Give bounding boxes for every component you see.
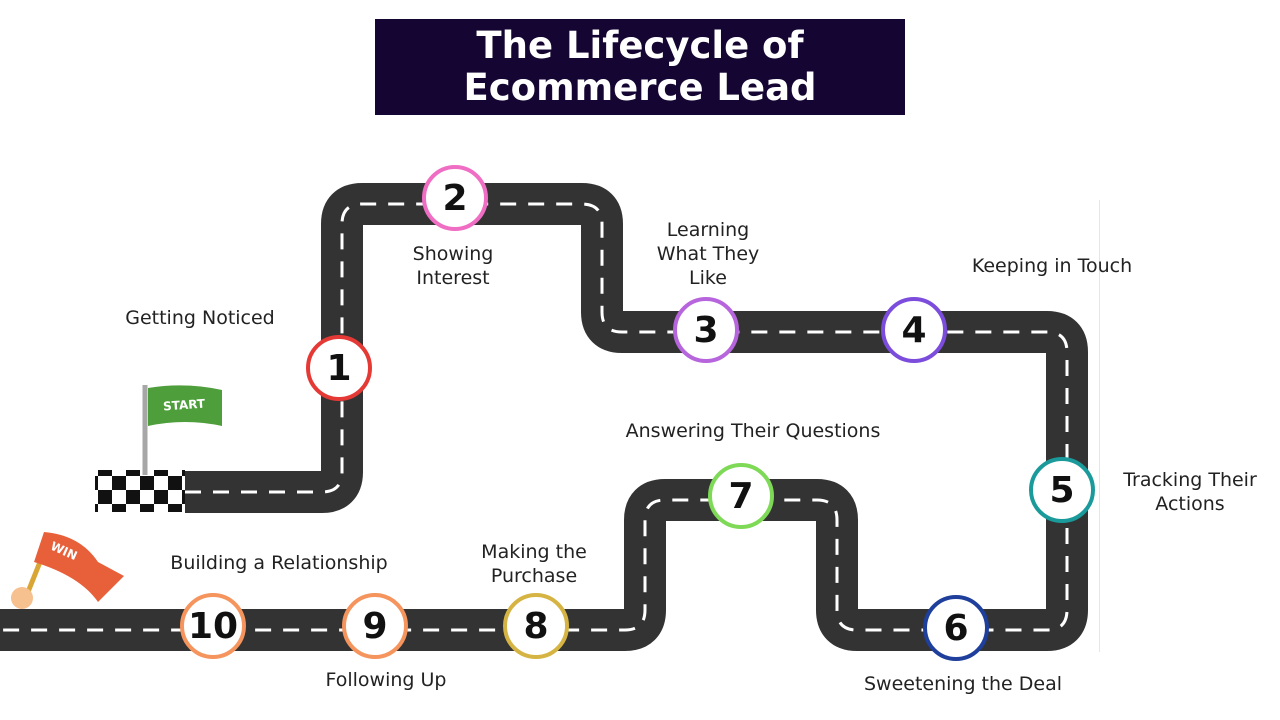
label-step-1: Getting Noticed [100, 306, 300, 330]
step-circle-9: 9 [342, 593, 408, 659]
label-step-10-line-1: Building a Relationship [170, 552, 388, 574]
title-line-2: Ecommerce Lead [463, 66, 817, 109]
label-step-6-line-1: Sweetening the Deal [863, 673, 1063, 695]
step-circle-3: 3 [673, 297, 739, 363]
label-step-5-line-2: Actions [1155, 493, 1225, 515]
label-step-3-line-3: Like [689, 267, 727, 289]
label-step-7: Answering Their Questions [593, 419, 913, 443]
label-step-3: Learning What They Like [628, 218, 788, 290]
label-step-3-line-1: Learning [666, 219, 750, 241]
label-step-9: Following Up [296, 668, 476, 692]
label-step-2-line-1: Showing [412, 243, 494, 265]
label-step-8: Making the Purchase [454, 540, 614, 588]
label-step-3-line-2: What They [656, 243, 760, 265]
label-step-9-line-1: Following Up [325, 669, 447, 691]
step-circle-10: 10 [180, 593, 246, 659]
label-step-6: Sweetening the Deal [838, 672, 1088, 696]
label-step-2: Showing Interest [373, 242, 533, 290]
title-line-1: The Lifecycle of [476, 24, 804, 67]
divider-line [1099, 200, 1100, 652]
start-flag-cloth [148, 385, 222, 426]
title-banner: The Lifecycle of Ecommerce Lead [375, 19, 905, 115]
label-step-2-line-2: Interest [416, 267, 490, 289]
step-circle-7: 7 [708, 463, 774, 529]
label-step-1-line-1: Getting Noticed [125, 307, 275, 329]
step-circle-1: 1 [306, 335, 372, 401]
label-step-5-line-1: Tracking Their [1123, 469, 1257, 491]
win-flag-cloth [34, 532, 124, 602]
step-circle-6: 6 [923, 595, 989, 661]
step-circle-4: 4 [881, 297, 947, 363]
label-step-8-line-1: Making the [481, 541, 587, 563]
label-step-8-line-2: Purchase [490, 565, 578, 587]
start-flag-label: START [162, 396, 206, 414]
label-step-7-line-1: Answering Their Questions [625, 420, 881, 442]
step-circle-2: 2 [422, 165, 488, 231]
checkered-start-line [95, 470, 185, 512]
step-circle-8: 8 [503, 593, 569, 659]
hand-icon [11, 587, 33, 609]
label-step-10: Building a Relationship [134, 551, 424, 575]
label-step-5: Tracking Their Actions [1105, 468, 1275, 516]
label-step-4: Keeping in Touch [937, 254, 1167, 278]
step-circle-5: 5 [1029, 457, 1095, 523]
label-step-4-line-1: Keeping in Touch [971, 255, 1133, 277]
